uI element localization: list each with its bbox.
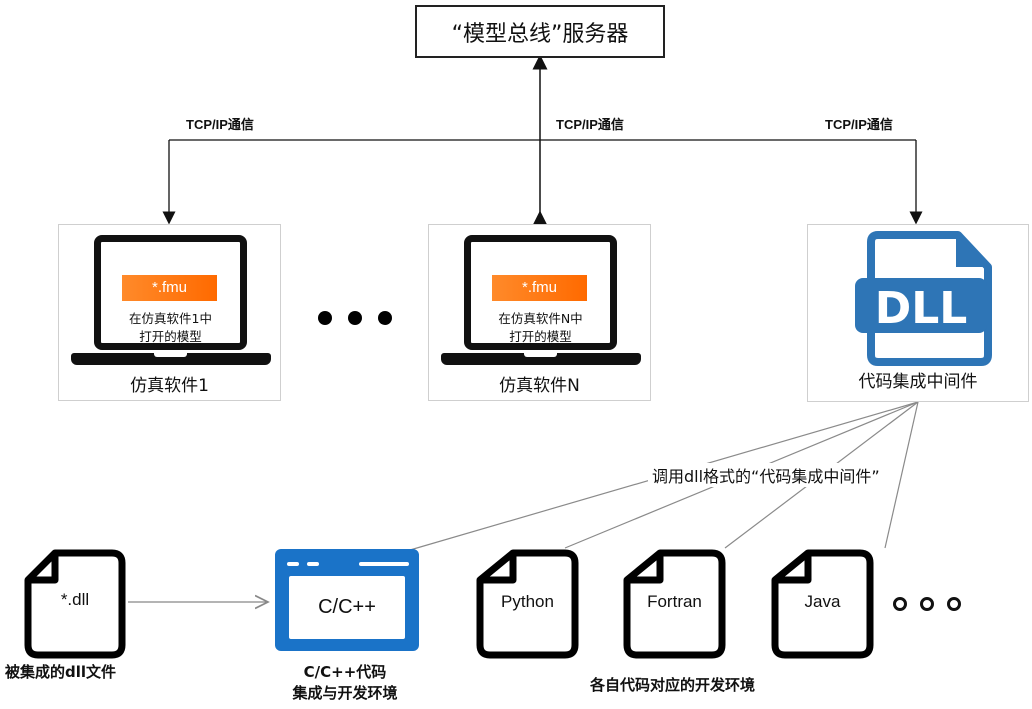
tcp-label-center: TCP/IP通信 xyxy=(556,117,624,132)
simulation-software-1: *.fmu 在仿真软件1中 打开的模型 仿真软件1 xyxy=(58,224,281,401)
more-languages-dots xyxy=(893,596,974,615)
python-file-text: Python xyxy=(501,592,554,611)
java-file-text: Java xyxy=(804,592,841,611)
fortran-file-text: Fortran xyxy=(647,592,702,611)
dll-file-icon xyxy=(24,549,126,659)
lang-env-caption: 各自代码对应的开发环境 xyxy=(590,676,756,694)
ide-bar xyxy=(359,562,409,566)
python-file-icon xyxy=(476,549,579,659)
ide-text: C/C++ xyxy=(289,576,405,639)
laptop-icon: *.fmu 在仿真软件N中 打开的模型 xyxy=(464,235,617,350)
screen-text-line2: 打开的模型 xyxy=(139,329,202,344)
laptop-notch xyxy=(524,353,557,357)
fortran-file-icon xyxy=(623,549,726,659)
ellipsis-dots xyxy=(318,310,408,329)
server-label: “模型总线”服务器 xyxy=(451,21,629,47)
code-integration-middleware: DLL 代码集成中间件 xyxy=(807,224,1029,402)
screen-text-line1: 在仿真软件1中 xyxy=(129,311,212,326)
screen-text-line2: 打开的模型 xyxy=(509,329,572,344)
dll-file-text: *.dll xyxy=(60,590,90,609)
dll-icon: DLL xyxy=(855,231,992,366)
tcp-label-right: TCP/IP通信 xyxy=(825,117,893,132)
ide-bar xyxy=(307,562,319,566)
sim-n-label: 仿真软件N xyxy=(499,376,580,396)
sim-1-label: 仿真软件1 xyxy=(130,376,209,396)
cpp-ide-icon: C/C++ xyxy=(275,549,419,651)
fmu-badge: *.fmu xyxy=(122,275,217,301)
java-file-icon xyxy=(771,549,874,659)
screen-text-line1: 在仿真软件N中 xyxy=(498,311,583,326)
model-bus-server: “模型总线”服务器 xyxy=(415,5,665,58)
middleware-label: 代码集成中间件 xyxy=(858,372,978,392)
cpp-caption-line1: C/C++代码 xyxy=(303,663,387,681)
laptop-icon: *.fmu 在仿真软件1中 打开的模型 xyxy=(94,235,247,350)
simulation-software-n: *.fmu 在仿真软件N中 打开的模型 仿真软件N xyxy=(428,224,651,401)
cpp-caption-line2: 集成与开发环境 xyxy=(292,684,398,702)
laptop-base xyxy=(71,353,271,365)
tcp-label-left: TCP/IP通信 xyxy=(186,117,254,132)
call-dll-callout: 调用dll格式的“代码集成中间件” xyxy=(648,463,884,487)
fmu-badge: *.fmu xyxy=(492,275,587,301)
laptop-base xyxy=(441,353,641,365)
laptop-notch xyxy=(154,353,187,357)
ide-bar xyxy=(287,562,299,566)
dll-file-caption: 被集成的dll文件 xyxy=(5,663,117,681)
dll-icon-text: DLL xyxy=(875,283,968,334)
